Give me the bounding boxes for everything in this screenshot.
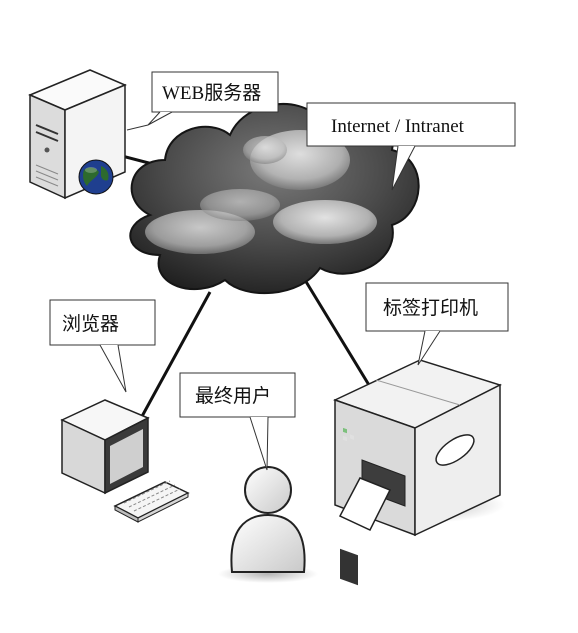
callout-network: Internet / Intranet: [306, 102, 516, 191]
label-printer-icon: [333, 359, 505, 586]
network-cloud: [129, 102, 420, 295]
globe-icon: [78, 159, 114, 195]
browser-computer-icon: [60, 399, 190, 523]
network-label: Internet / Intranet: [331, 116, 465, 137]
end-user-label: 最终用户: [195, 385, 271, 407]
callout-browser: 浏览器: [49, 299, 156, 393]
callout-web-server: WEB服务器: [126, 71, 279, 131]
link-browser-cloud: [138, 291, 212, 421]
browser-label: 浏览器: [62, 313, 119, 335]
link-printer-cloud: [303, 279, 374, 391]
keyboard-icon: [113, 480, 190, 523]
web-server-label: WEB服务器: [162, 82, 261, 104]
user-icon: [218, 466, 318, 583]
callout-label-printer: 标签打印机: [365, 282, 509, 366]
label-printer-label: 标签打印机: [383, 297, 478, 319]
web-server-icon: [28, 69, 127, 200]
callout-end-user: 最终用户: [179, 372, 296, 471]
